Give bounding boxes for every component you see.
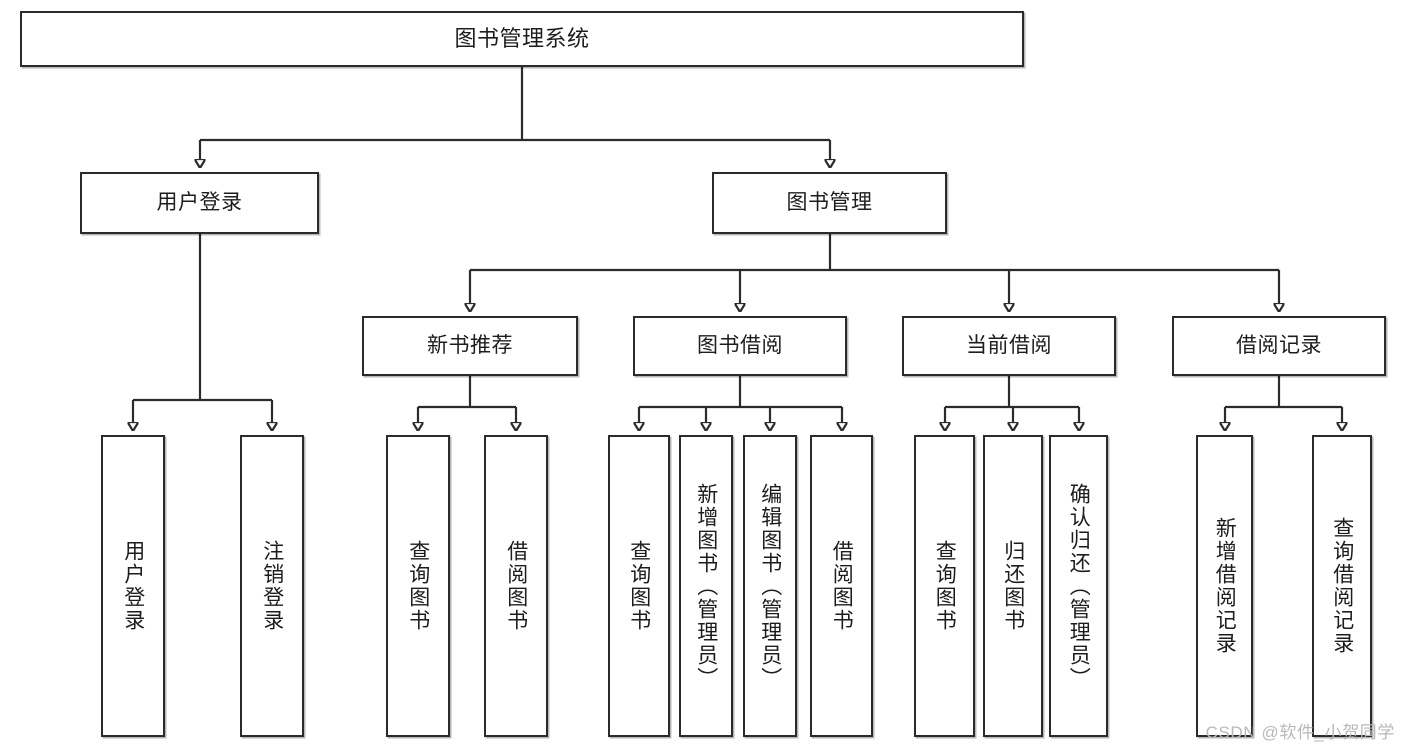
- node-label: 当前借阅: [966, 334, 1052, 358]
- node-label: 编辑图书（管理员）: [758, 482, 782, 690]
- node-label: 图书管理系统: [454, 25, 590, 51]
- node-leaf-borrow-book-1[interactable]: 借阅图书: [484, 435, 548, 737]
- node-leaf-confirm-return[interactable]: 确认归还（管理员）: [1049, 435, 1108, 737]
- node-label: 新增图书（管理员）: [694, 482, 718, 690]
- node-label: 新书推荐: [427, 334, 513, 358]
- node-label: 查询借阅记录: [1330, 517, 1354, 655]
- node-leaf-query-book-2[interactable]: 查询图书: [608, 435, 670, 737]
- node-user-login[interactable]: 用户登录: [80, 172, 319, 234]
- node-label: 图书借阅: [697, 334, 783, 358]
- watermark: CSDN @软件_小贺同学: [1205, 723, 1395, 742]
- node-leaf-edit-book[interactable]: 编辑图书（管理员）: [743, 435, 797, 737]
- node-book-manage[interactable]: 图书管理: [712, 172, 947, 234]
- node-label: 图书管理: [786, 191, 873, 215]
- node-borrow-record[interactable]: 借阅记录: [1172, 316, 1386, 376]
- node-label: 新增借阅记录: [1213, 517, 1237, 655]
- node-label: 注销登录: [260, 540, 284, 632]
- node-new-book-rec[interactable]: 新书推荐: [362, 316, 578, 376]
- node-leaf-query-record[interactable]: 查询借阅记录: [1312, 435, 1372, 737]
- node-label: 借阅图书: [830, 540, 854, 632]
- node-current-borrow[interactable]: 当前借阅: [902, 316, 1116, 376]
- node-label: 查询图书: [627, 540, 651, 632]
- node-root[interactable]: 图书管理系统: [20, 11, 1024, 67]
- node-label: 查询图书: [933, 540, 957, 632]
- node-leaf-logout[interactable]: 注销登录: [240, 435, 304, 737]
- node-leaf-add-record[interactable]: 新增借阅记录: [1196, 435, 1253, 737]
- node-label: 用户登录: [121, 540, 145, 632]
- node-leaf-query-book-3[interactable]: 查询图书: [914, 435, 975, 737]
- node-label: 借阅图书: [504, 540, 528, 632]
- node-leaf-user-login[interactable]: 用户登录: [101, 435, 165, 737]
- node-leaf-query-book-1[interactable]: 查询图书: [386, 435, 450, 737]
- node-label: 查询图书: [406, 540, 430, 632]
- node-label: 归还图书: [1001, 540, 1025, 632]
- node-book-borrow[interactable]: 图书借阅: [633, 316, 847, 376]
- node-leaf-borrow-book-2[interactable]: 借阅图书: [810, 435, 873, 737]
- node-label: 借阅记录: [1236, 334, 1322, 358]
- node-label: 用户登录: [156, 191, 243, 215]
- node-leaf-add-book[interactable]: 新增图书（管理员）: [679, 435, 733, 737]
- node-leaf-return-book[interactable]: 归还图书: [983, 435, 1043, 737]
- node-label: 确认归还（管理员）: [1067, 482, 1091, 690]
